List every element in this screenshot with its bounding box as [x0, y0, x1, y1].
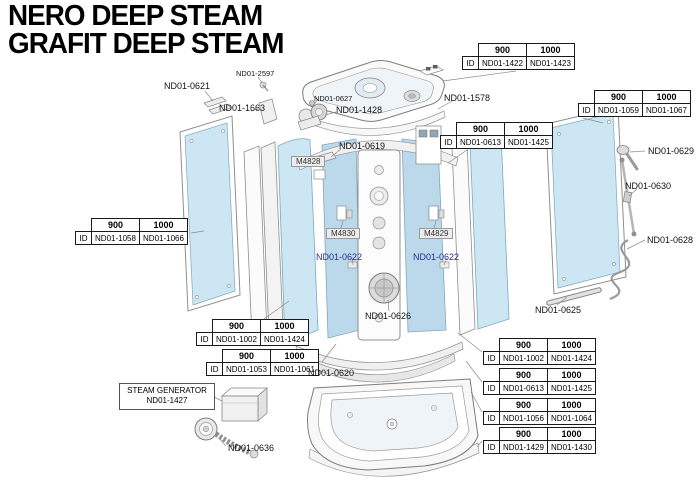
- part-label-nd01-0619: ND01-0619: [339, 141, 386, 151]
- part-900: ND01-0613: [499, 381, 548, 395]
- left-door-glass: [277, 138, 361, 345]
- col-1000: 1000: [547, 338, 596, 352]
- col-1000: 1000: [139, 218, 188, 232]
- col-1000: 1000: [504, 122, 553, 136]
- part-label-nd01-0622-right: ND01-0622: [413, 252, 460, 262]
- col-1000: 1000: [547, 398, 596, 412]
- part-1000: ND01-1061: [270, 362, 319, 376]
- id-label: ID: [483, 411, 500, 425]
- part-1000: ND01-1423: [526, 56, 575, 70]
- part-900: ND01-1058: [91, 231, 140, 245]
- part-label-nd01-1428: ND01-1428: [336, 105, 383, 115]
- part-label-m4829: M4829: [419, 228, 454, 239]
- col-1000: 1000: [642, 90, 691, 104]
- part-label-nd01-0636: ND01-0636: [228, 443, 275, 453]
- col-1000: 1000: [270, 349, 319, 363]
- page-title: NERO DEEP STEAM GRAFIT DEEP STEAM: [8, 0, 284, 61]
- part-label-m4830: M4830: [326, 228, 361, 239]
- part-1000: ND01-1067: [642, 103, 691, 117]
- col-900: 900: [499, 338, 548, 352]
- center-column: [357, 125, 442, 341]
- steam-generator-label-line1: STEAM GENERATOR: [127, 386, 207, 395]
- col-1000: 1000: [260, 319, 309, 333]
- col-900: 900: [499, 368, 548, 382]
- part-label-nd01-0628: ND01-0628: [647, 235, 694, 245]
- col-900: 900: [499, 398, 548, 412]
- curved-sill-strips: [295, 341, 464, 383]
- part-label-m4828: M4828: [291, 156, 326, 167]
- left-frame-profiles: [243, 141, 284, 339]
- roof-dome: [302, 60, 445, 122]
- part-label-nd01-0622-left: ND01-0622: [316, 252, 363, 262]
- col-1000: 1000: [526, 43, 575, 57]
- id-label: ID: [196, 332, 213, 346]
- shower-tray-shape: [307, 378, 480, 477]
- id-label: ID: [75, 231, 92, 245]
- part-1000: ND01-1425: [504, 135, 553, 149]
- part-900: ND01-1056: [499, 411, 548, 425]
- part-900: ND01-1429: [499, 440, 548, 454]
- page-title-line1: NERO DEEP STEAM: [8, 0, 263, 32]
- id-label: ID: [578, 103, 595, 117]
- part-label-nd01-1578: ND01-1578: [444, 93, 491, 103]
- part-900: ND01-1002: [212, 332, 261, 346]
- part-label-nd01-2597: ND01-2597: [236, 69, 275, 78]
- part-1000: ND01-1424: [260, 332, 309, 346]
- wall-support-bar: [546, 287, 602, 306]
- part-1000: ND01-1430: [547, 440, 596, 454]
- id-label: ID: [462, 56, 479, 70]
- part-1000: ND01-1066: [139, 231, 188, 245]
- part-label-nd01-0627: ND01-0627: [314, 94, 353, 103]
- part-1000: ND01-1064: [547, 411, 596, 425]
- steam-generator-label-box: STEAM GENERATOR ND01-1427: [119, 383, 215, 410]
- hand-shower-set: [609, 145, 639, 301]
- id-label: ID: [483, 440, 500, 454]
- col-1000: 1000: [547, 368, 596, 382]
- right-side-panel-shape: [545, 106, 627, 295]
- id-label: ID: [440, 135, 457, 149]
- drain-assembly: [194, 417, 259, 459]
- steam-generator-unit: [220, 387, 269, 422]
- col-900: 900: [222, 349, 271, 363]
- part-label-nd01-0625: ND01-0625: [535, 305, 582, 315]
- col-1000: 1000: [547, 427, 596, 441]
- part-label-nd01-1663: ND01-1663: [219, 103, 266, 113]
- part-900: ND01-1002: [499, 351, 548, 365]
- part-label-nd01-0630: ND01-0630: [625, 181, 672, 191]
- part-900: ND01-1053: [222, 362, 271, 376]
- steam-generator-label-line2: ND01-1427: [146, 396, 188, 406]
- part-900: ND01-1059: [594, 103, 643, 117]
- id-label: ID: [206, 362, 223, 376]
- part-1000: ND01-1425: [547, 381, 596, 395]
- door-hinges: [336, 205, 450, 269]
- id-label: ID: [483, 381, 500, 395]
- page-title-line2: GRAFIT DEEP STEAM: [8, 28, 284, 61]
- col-900: 900: [212, 319, 261, 333]
- left-side-panel-shape: [179, 115, 241, 312]
- part-label-nd01-0626: ND01-0626: [365, 311, 412, 321]
- part-label-nd01-0620: ND01-0620: [308, 368, 355, 378]
- part-label-nd01-0621: ND01-0621: [164, 81, 211, 91]
- part-label-nd01-0629: ND01-0629: [648, 146, 695, 156]
- col-900: 900: [456, 122, 505, 136]
- col-900: 900: [499, 427, 548, 441]
- col-900: 900: [594, 90, 643, 104]
- part-1000: ND01-1424: [547, 351, 596, 365]
- part-900: ND01-1422: [478, 56, 527, 70]
- col-900: 900: [478, 43, 527, 57]
- col-900: 900: [91, 218, 140, 232]
- id-label: ID: [483, 351, 500, 365]
- part-900: ND01-0613: [456, 135, 505, 149]
